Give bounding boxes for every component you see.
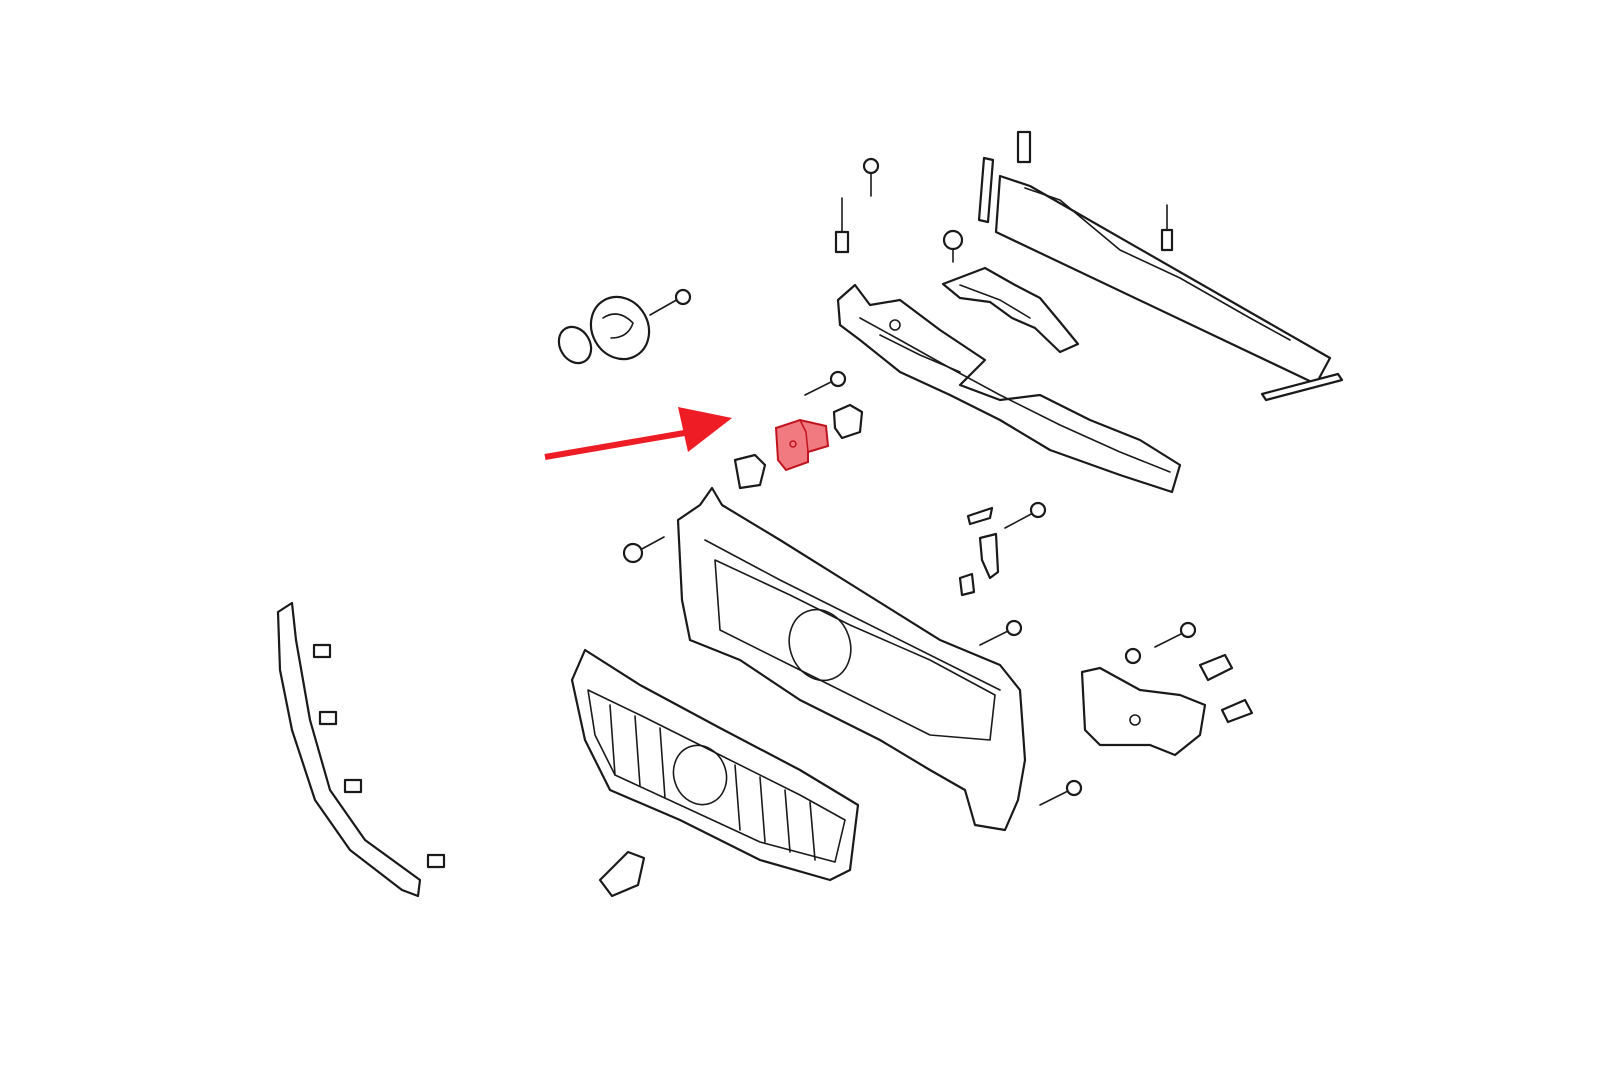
clips — [733, 403, 1000, 597]
upper-cover-panel — [994, 174, 1344, 402]
emblem-housing — [557, 295, 651, 365]
clip-icon — [426, 853, 446, 869]
clip-icon — [1198, 653, 1234, 682]
cover-bracket — [941, 266, 1080, 354]
bolt-icon — [862, 157, 880, 197]
bolt-icon — [979, 619, 1023, 646]
seal-strip — [977, 156, 995, 224]
lower-clip — [598, 850, 646, 898]
radiator-upper-support — [836, 283, 1182, 494]
bolt-icon — [622, 536, 665, 564]
grille-support-frame — [676, 486, 1027, 832]
highlighted-bracket-part[interactable] — [774, 418, 830, 472]
right-side-bracket — [1080, 666, 1207, 757]
clip-icon — [942, 229, 964, 263]
clip-icon — [343, 778, 363, 794]
pin-icon — [1160, 204, 1174, 252]
pin-icon — [834, 197, 850, 254]
clip-icon — [318, 710, 338, 726]
clip-icon — [1220, 698, 1254, 724]
bolt-icon — [649, 288, 692, 316]
clip-icon — [312, 643, 332, 659]
front-grille — [570, 648, 860, 882]
red-pointer-arrow — [544, 407, 732, 460]
clip-icon — [1016, 130, 1032, 164]
left-molding-strip — [276, 601, 446, 898]
bolt-icon — [804, 370, 847, 396]
bolt-icon — [1004, 501, 1047, 529]
bolt-icon — [1154, 621, 1197, 648]
washer-icon — [1124, 647, 1142, 665]
grille-slats — [609, 704, 816, 861]
bolts — [622, 130, 1254, 806]
bolt-icon — [1039, 779, 1083, 806]
